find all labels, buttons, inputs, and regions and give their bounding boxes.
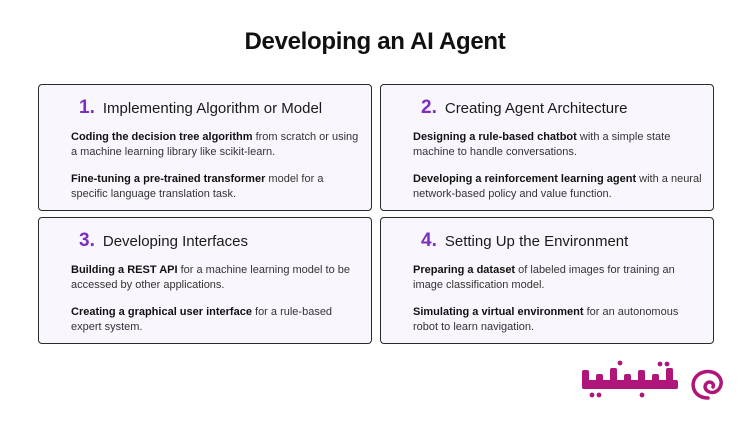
card-header: 3. Developing Interfaces	[79, 230, 248, 252]
card-number: 3.	[79, 230, 95, 251]
card-environment-setup: 4. Setting Up the Environment Preparing …	[380, 217, 714, 344]
card-number: 4.	[421, 230, 437, 251]
card-number: 2.	[421, 97, 437, 118]
item-text: with a simple state machine to handle co…	[413, 131, 671, 158]
card-item: Simulating a virtual environment for an …	[413, 305, 703, 335]
card-number: 1.	[79, 97, 95, 118]
card-item: Coding the decision tree algorithm from …	[71, 130, 361, 160]
card-header: 2. Creating Agent Architecture	[421, 97, 627, 119]
item-bold: Designing a rule-based chatbot	[413, 131, 577, 143]
card-title: Implementing Algorithm or Model	[102, 100, 323, 117]
item-bold: Building a REST API	[71, 264, 178, 276]
card-implementing-algorithm: 1. Implementing Algorithm or Model Codin…	[38, 84, 372, 211]
item-text: from scratch or using a machine learning…	[71, 131, 359, 158]
card-item: Fine-tuning a pre-trained transformer mo…	[71, 172, 361, 202]
item-bold: Preparing a dataset	[413, 264, 516, 276]
card-agent-architecture: 2. Creating Agent Architecture Designing…	[380, 84, 714, 211]
card-developing-interfaces: 3. Developing Interfaces Building a REST…	[38, 217, 372, 344]
item-text: model for a specific language translatio…	[71, 173, 324, 200]
item-bold: Coding the decision tree algorithm	[71, 131, 253, 143]
card-title: Developing Interfaces	[102, 233, 248, 250]
item-bold: Simulating a virtual environment	[413, 306, 584, 318]
item-text: for an autonomous robot to learn navigat…	[413, 306, 679, 333]
card-title: Setting Up the Environment	[444, 233, 629, 250]
item-text: for a rule-based expert system.	[71, 306, 333, 333]
card-item: Designing a rule-based chatbot with a si…	[413, 130, 703, 160]
card-item: Preparing a dataset of labeled images fo…	[413, 263, 703, 293]
logo-wordmark	[582, 360, 678, 398]
card-item: Developing a reinforcement learning agen…	[413, 172, 703, 202]
item-bold: Creating a graphical user interface	[71, 306, 252, 318]
card-header: 4. Setting Up the Environment	[421, 230, 628, 252]
brand-logo	[582, 360, 723, 400]
item-text: with a neural network-based policy and v…	[413, 173, 702, 200]
card-header: 1. Implementing Algorithm or Model	[79, 97, 322, 119]
item-bold: Fine-tuning a pre-trained transformer	[71, 173, 266, 185]
item-text: for a machine learning model to be acces…	[71, 264, 350, 291]
item-text: of labeled images for training an image …	[413, 264, 675, 291]
card-title: Creating Agent Architecture	[444, 100, 628, 117]
card-item: Creating a graphical user interface for …	[71, 305, 361, 335]
card-item: Building a REST API for a machine learni…	[71, 263, 361, 293]
logo-swirl-icon	[691, 369, 723, 400]
page-title: Developing an AI Agent	[244, 28, 506, 55]
item-bold: Developing a reinforcement learning agen…	[413, 173, 637, 185]
